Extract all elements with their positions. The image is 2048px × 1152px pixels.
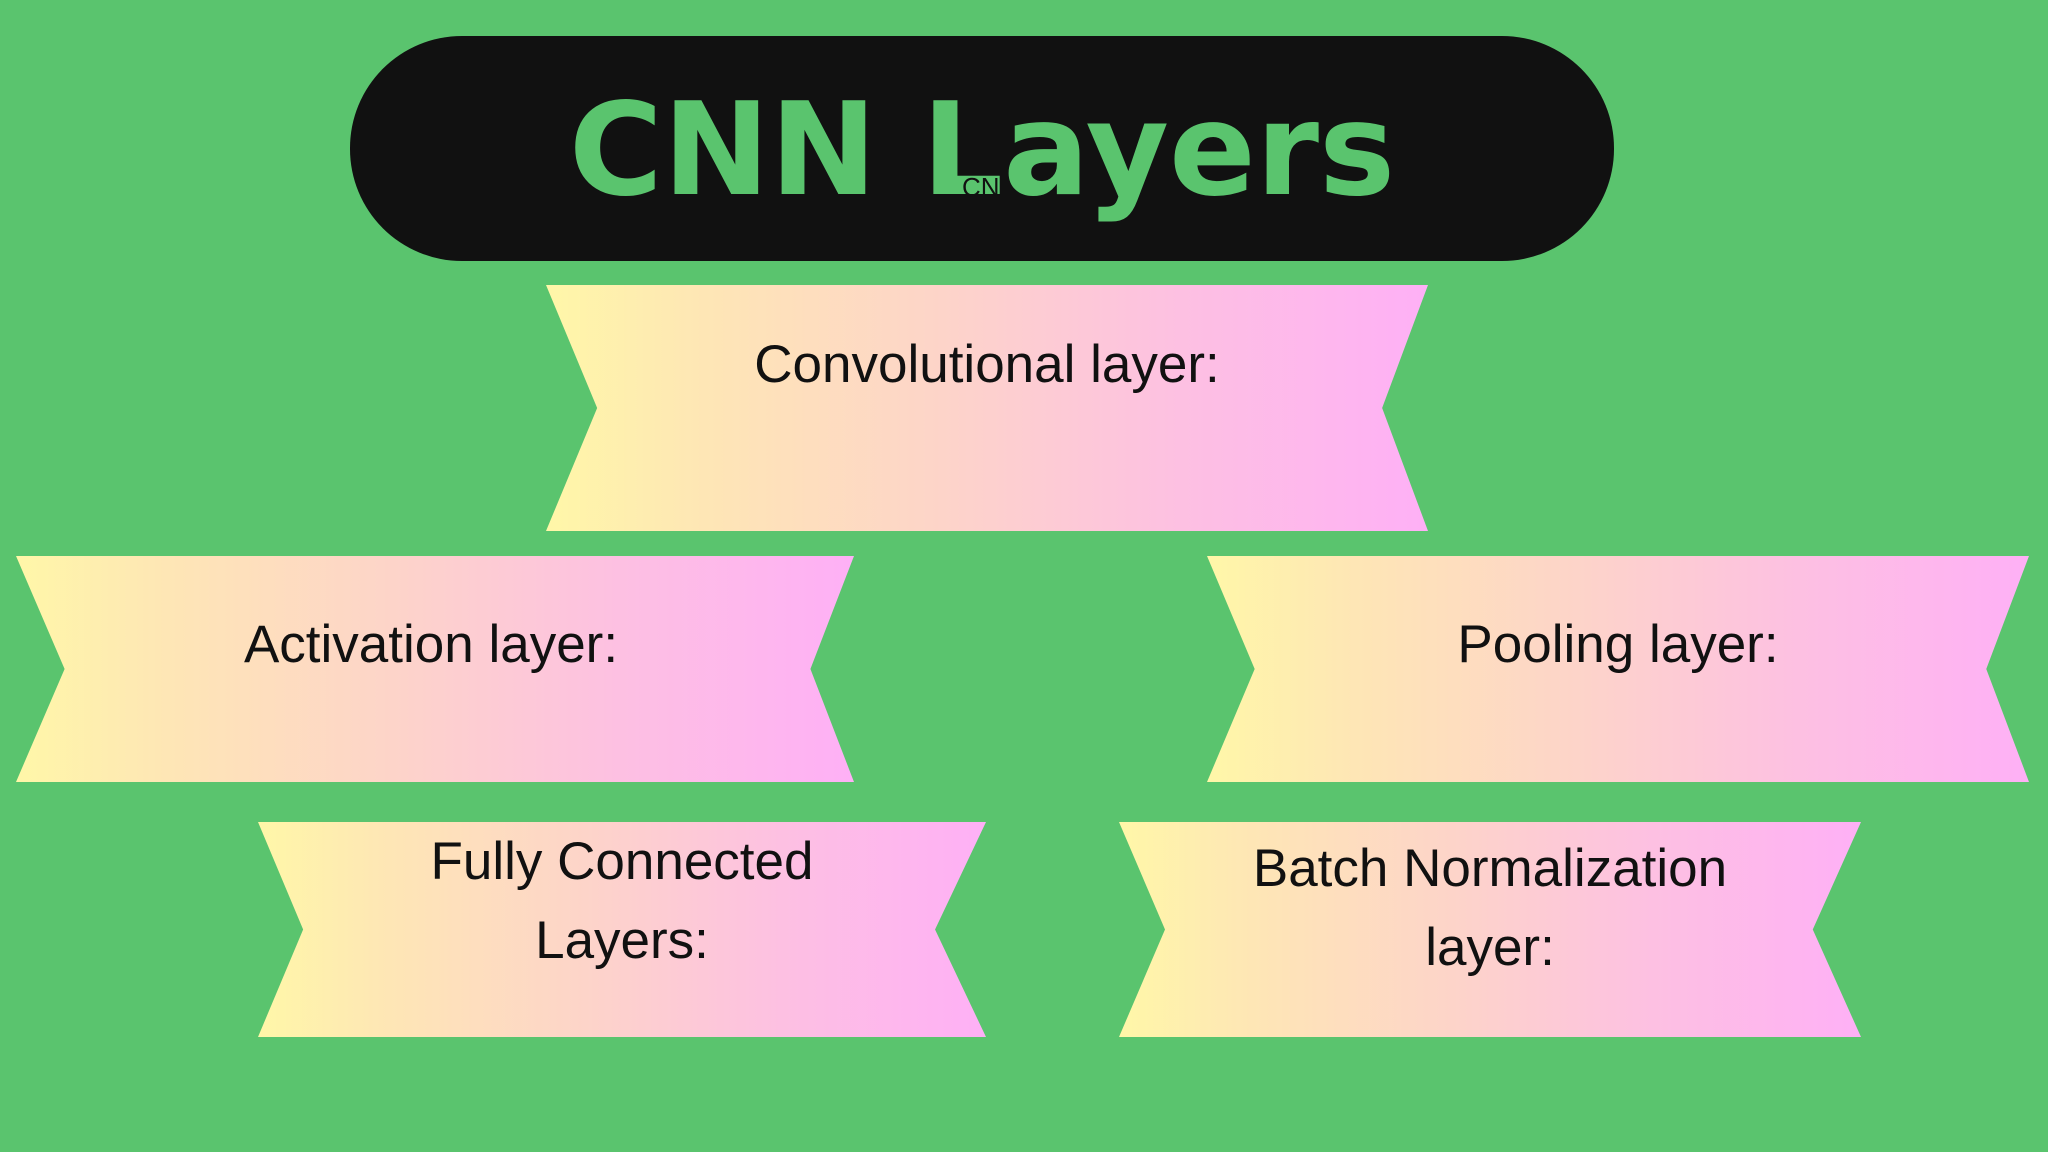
ribbon-label: Batch Normalization layer: [1252, 839, 1728, 977]
ribbon-label: Activation layer: [243, 615, 619, 674]
ribbon-activation-layer: Activation layer: [16, 556, 854, 782]
title-overlay-text: CN [962, 172, 1000, 202]
ribbon-convolutional-layer: Convolutional layer: [546, 285, 1428, 531]
ribbon-pooling-layer: Pooling layer: [1207, 556, 2029, 782]
ribbon-fully-connected-layers: Fully Connected Layers: [258, 822, 986, 1037]
ribbon-label: Convolutional layer: [754, 335, 1220, 394]
title-banner: CNN Layers CN [350, 36, 1614, 261]
ribbon-label: Pooling layer: [1457, 615, 1779, 674]
page-title: CNN Layers [568, 75, 1396, 225]
ribbon-label: Fully Connected Layers: [430, 832, 814, 970]
ribbon-batch-normalization-layer: Batch Normalization layer: [1119, 822, 1861, 1037]
